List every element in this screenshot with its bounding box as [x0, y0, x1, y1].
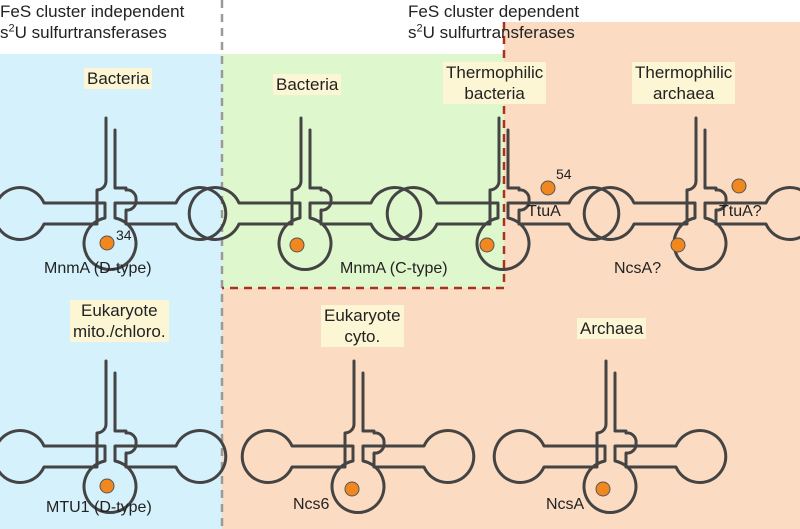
tag-line: bacteria — [464, 84, 525, 103]
header-independent-line1: FeS cluster independent — [0, 2, 185, 21]
header-suffix: U sulfurtransferases — [422, 23, 575, 42]
site-dot — [540, 180, 556, 196]
header-suffix: U sulfurtransferases — [14, 23, 167, 42]
header-superscript: 2 — [8, 22, 15, 35]
tag-thermo-archaea: Thermophilic archaea — [632, 62, 736, 104]
enzyme-mtu1: MTU1 (D-type) — [46, 499, 152, 516]
site-dot — [99, 235, 115, 251]
tag-bacteria-c: Bacteria — [273, 74, 342, 95]
site-dot — [344, 481, 360, 497]
site-dot — [479, 237, 495, 253]
enzyme-ncsa-question: NcsA? — [614, 260, 662, 277]
header-s: s — [408, 23, 417, 42]
header-s: s — [0, 23, 9, 42]
thermophilic-divider — [222, 22, 506, 290]
header-independent: FeS cluster independent s2U sulfurtransf… — [0, 1, 184, 43]
tag-archaea: Archaea — [577, 318, 647, 339]
site-dot — [731, 178, 747, 194]
tag-line: mito./chloro. — [73, 322, 166, 341]
tag-line: Eukaryote — [324, 306, 401, 325]
enzyme-mnma-d: MnmA (D-type) — [44, 260, 152, 277]
position-34-label: 34 — [116, 227, 132, 243]
position-54-label: 54 — [556, 166, 572, 182]
enzyme-mnma-c: MnmA (C-type) — [340, 260, 448, 277]
site-dot — [595, 481, 611, 497]
enzyme-ncs6: Ncs6 — [293, 496, 330, 513]
site-dot — [99, 478, 115, 494]
site-dot — [670, 237, 686, 253]
header-independent-line2: s2U sulfurtransferases — [0, 22, 184, 43]
tag-line: archaea — [652, 84, 715, 103]
tag-line: cyto. — [344, 327, 381, 346]
header-dependent-line2: s2U sulfurtransferases — [408, 22, 579, 43]
enzyme-ttua: TtuA — [527, 203, 561, 220]
tag-line: Thermophilic — [635, 63, 733, 82]
site-dot — [289, 237, 305, 253]
independent-region — [0, 54, 222, 529]
dependent-orange-region — [222, 22, 800, 529]
tag-thermo-bacteria: Thermophilic bacteria — [443, 62, 547, 104]
enzyme-ncsa: NcsA — [546, 496, 585, 513]
header-dependent: FeS cluster dependent s2U sulfurtransfer… — [408, 1, 579, 43]
tag-line: Eukaryote — [81, 301, 158, 320]
tag-eukaryote-mito: Eukaryote mito./chloro. — [70, 300, 169, 342]
header-superscript: 2 — [416, 22, 423, 35]
enzyme-ttua-question: TtuA? — [719, 203, 762, 220]
tag-bacteria-d: Bacteria — [84, 68, 153, 89]
header-dependent-line1: FeS cluster dependent — [408, 2, 580, 21]
tag-line: Thermophilic — [446, 63, 544, 82]
tag-eukaryote-cyto: Eukaryote cyto. — [321, 305, 404, 347]
